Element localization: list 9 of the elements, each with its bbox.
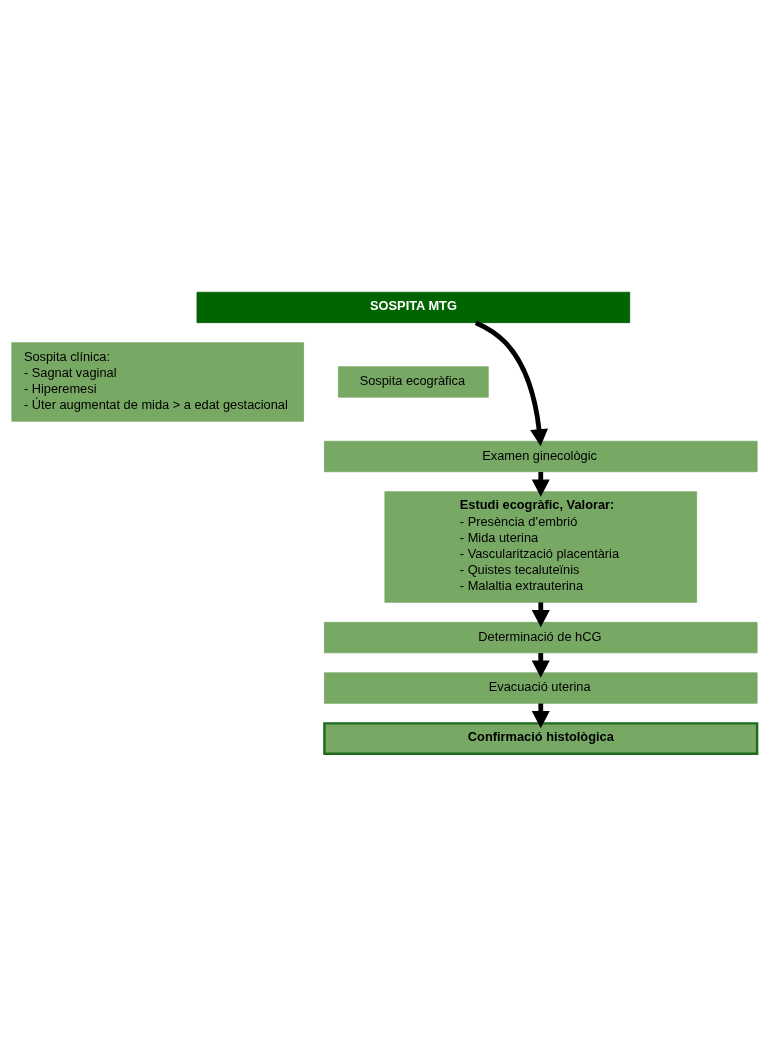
node-box: Examen ginecològic (324, 440, 758, 472)
node-box: Confirmació histològica (323, 721, 759, 755)
arrow (474, 320, 549, 446)
node-box: Determinació de hCG (324, 621, 758, 653)
node-box: Sospita clínica: - Sagnat vaginal - Hiperemesi - Úter augmentat de mida > a edat gestacional (11, 341, 304, 422)
node-box: SOSPITA MTG (196, 291, 631, 323)
node-box: Evacuació uterina (324, 671, 758, 704)
node-box: Sospita ecogràfica (338, 365, 489, 398)
node-box: Estudi ecogràfic, Valorar: - Presència d’embrió - Mida uterina - Vascularització placentària - Quistes tecaluteïnis - Malaltia extrauterina (384, 490, 698, 603)
